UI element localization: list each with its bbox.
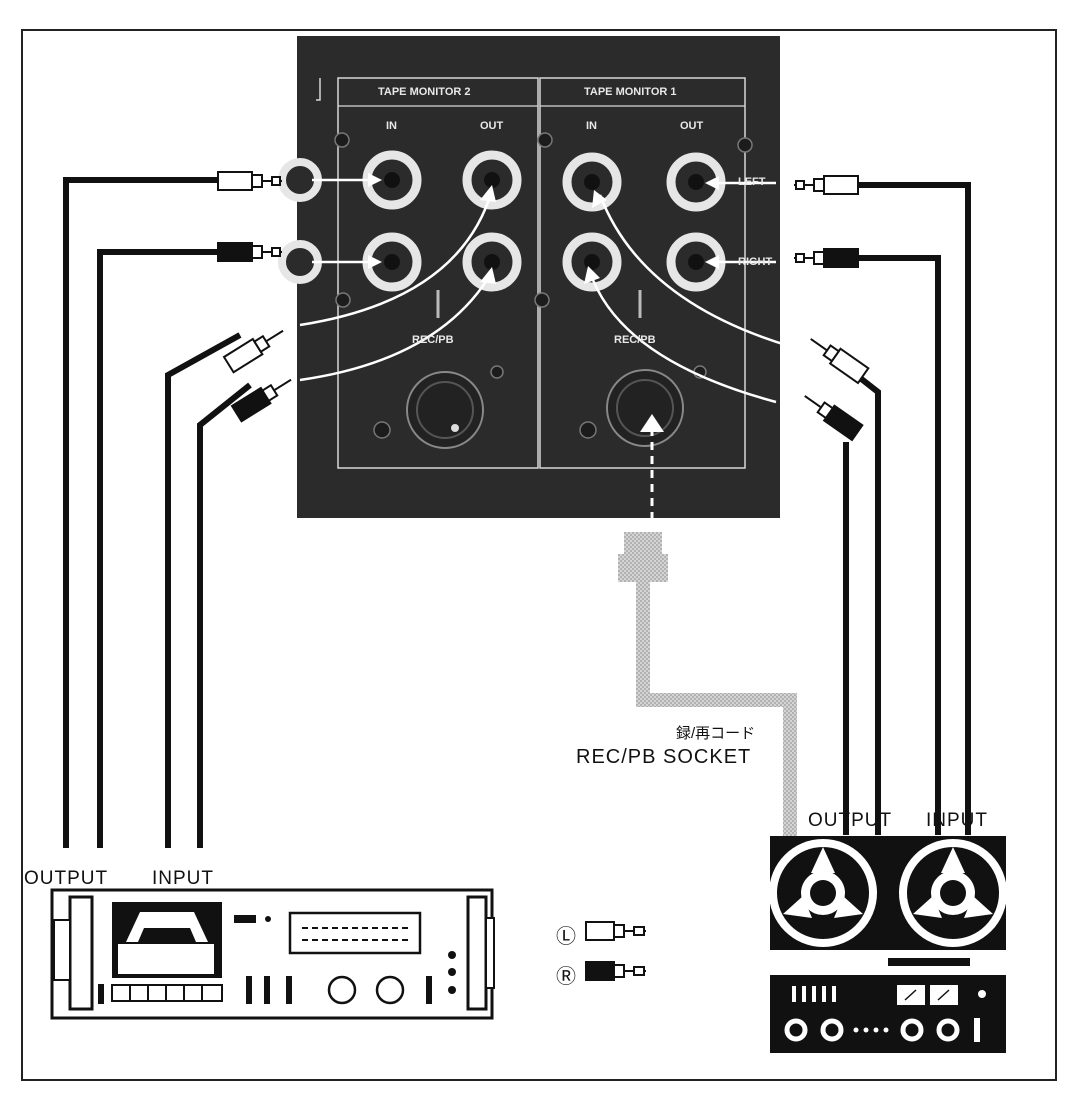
rca-plug-left-black-2 [230, 378, 292, 423]
legend-right-symbol: Ⓡ [556, 966, 576, 988]
reel-output-label: OUTPUT [808, 810, 893, 831]
tape-monitor-1-label: TAPE MONITOR 1 [584, 86, 677, 98]
rca-plug-left-black-1 [217, 242, 282, 262]
rca-plug-left-white-1 [217, 171, 282, 191]
outer-frame [21, 29, 1057, 1081]
rca-plug-right-white-1 [794, 175, 859, 195]
tape-monitor-2-section [337, 77, 539, 469]
rec-pb-cord [618, 532, 797, 836]
tm1-out-label: OUT [680, 120, 704, 132]
cassette-cables [63, 177, 252, 848]
tm1-in-label: IN [586, 120, 597, 132]
rca-plug-right-white-2 [810, 338, 870, 385]
tm2-out-label: OUT [480, 120, 504, 132]
right-channel-label: RIGHT [738, 256, 773, 268]
din-socket-tm1 [606, 369, 684, 447]
tm1-rec-pb-label: REC/PB [614, 334, 656, 346]
tm2-in-label: IN [386, 120, 397, 132]
cassette-output-label: OUTPUT [24, 868, 109, 889]
cassette-deck [50, 888, 495, 1020]
legend-right-plug [585, 961, 646, 981]
jack-tm2-out-left [462, 150, 522, 210]
socket-label-japanese: 録/再コード [676, 725, 756, 742]
amplifier-rear-panel [278, 36, 787, 520]
jack-tm2-in-left [362, 150, 422, 210]
reel-left [769, 839, 877, 947]
jack-tm2-out-right [462, 232, 522, 292]
legend-left-plug [585, 921, 646, 941]
tm2-rec-pb-label: REC/PB [412, 334, 454, 346]
left-channel-label: LEFT [738, 176, 766, 188]
jack-tm1-in-left [562, 152, 622, 212]
legend-left-symbol: Ⓛ [556, 926, 576, 948]
socket-label-english: REC/PB SOCKET [576, 746, 752, 768]
reel-cables [843, 182, 971, 835]
cassette-input-label: INPUT [152, 868, 214, 889]
rca-plug-right-black-2 [804, 395, 864, 442]
rca-plug-right-black-1 [794, 248, 859, 268]
tape-monitor-1-section [539, 77, 746, 469]
rca-plug-left-white-2 [222, 329, 284, 374]
reel-input-label: INPUT [926, 810, 988, 831]
reel-to-reel-deck [769, 836, 1007, 1053]
tape-monitor-2-label: TAPE MONITOR 2 [378, 86, 471, 98]
reel-right [899, 839, 1007, 947]
jack-tm1-in-right [562, 232, 622, 292]
din-socket-tm2 [406, 371, 484, 449]
